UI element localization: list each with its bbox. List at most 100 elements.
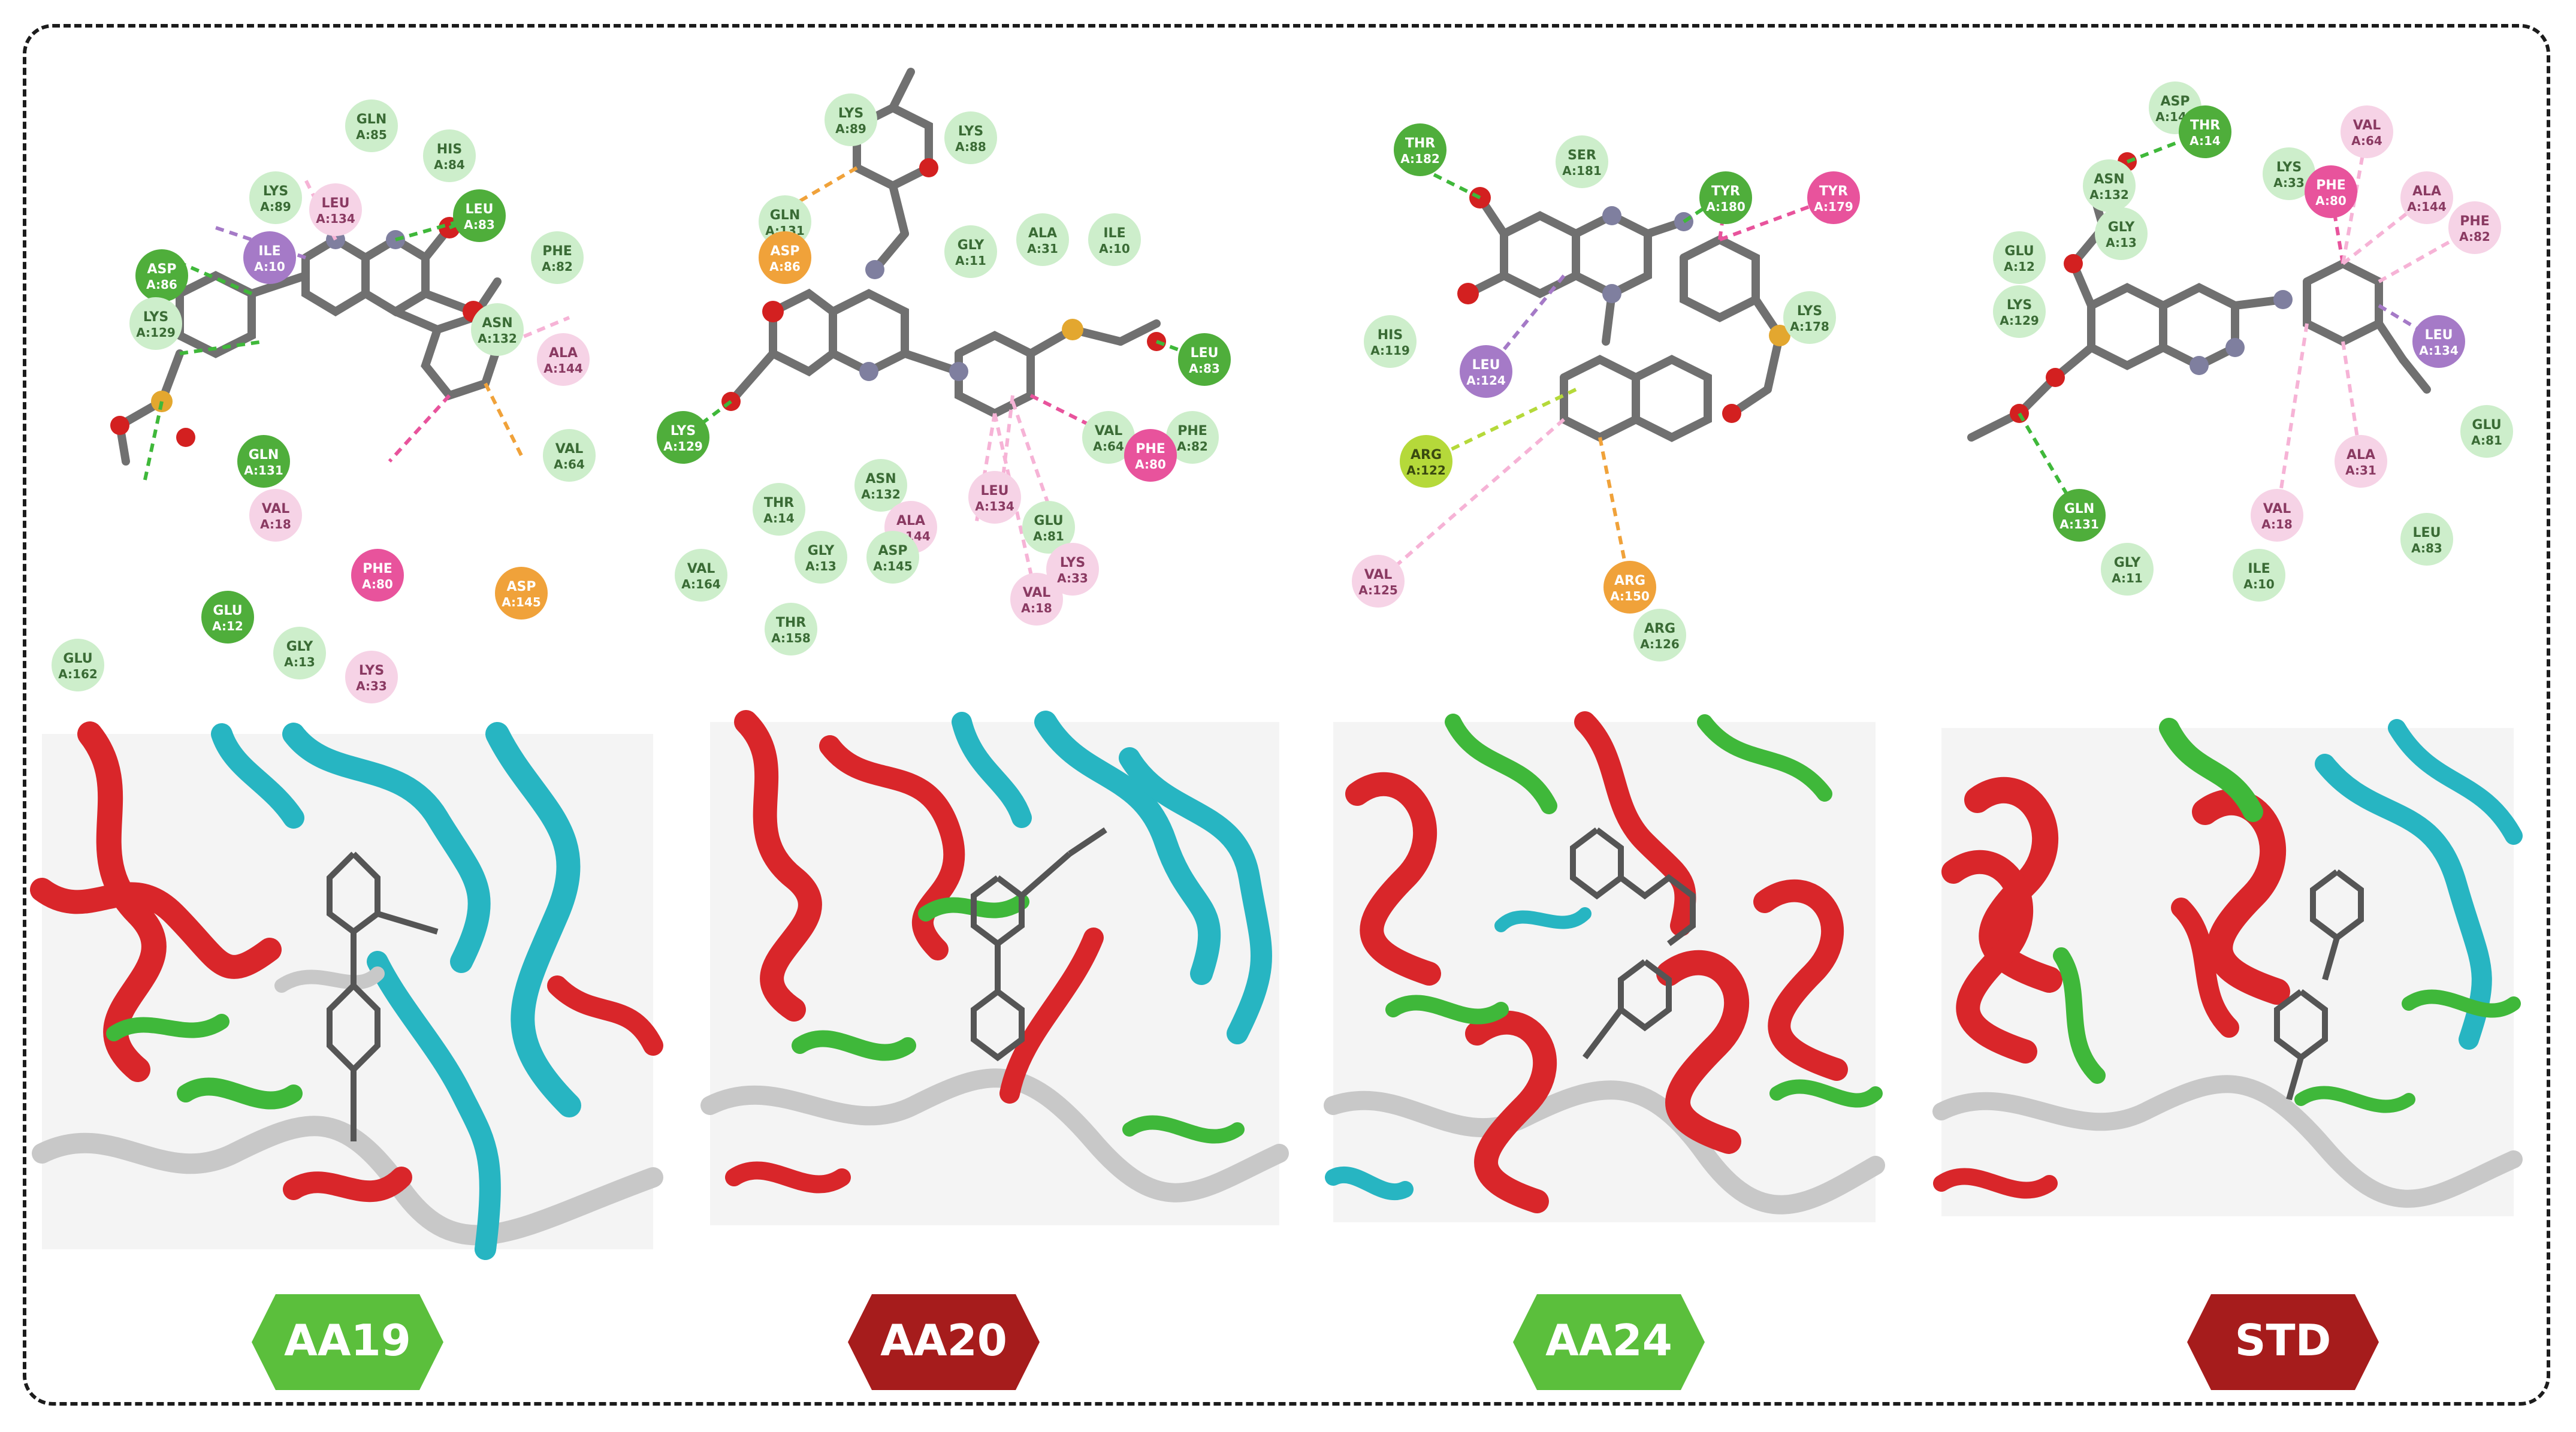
protein-structure-aa19 <box>30 721 663 1260</box>
svg-text:AA19: AA19 <box>284 1315 411 1365</box>
residue-name: ILE <box>258 244 280 259</box>
residue-bubble <box>1807 171 1860 224</box>
protein-ribbon-aa19 <box>30 721 663 1260</box>
residue-bubble <box>2263 147 2315 200</box>
dashed-frame <box>23 24 2550 1406</box>
protein-structure-aa20 <box>700 710 1289 1225</box>
residue-bubble <box>249 489 302 542</box>
residue-bubble <box>2251 489 2303 542</box>
residue-name: THR <box>764 496 794 510</box>
residue-number: A:18 <box>2261 517 2293 531</box>
residue-name: HIS <box>1378 328 1403 343</box>
residue-bubble <box>243 231 296 284</box>
residue-number: A:33 <box>2273 176 2305 190</box>
residue-name: VAL <box>1364 567 1393 582</box>
residue-name: GLY <box>286 639 314 654</box>
residue-bubble <box>423 129 476 182</box>
residue-number: A:33 <box>1057 571 1088 585</box>
residue-name: LYS <box>1060 555 1085 570</box>
residue-name: THR <box>2190 118 2220 133</box>
residue-bubble <box>1460 345 1512 398</box>
residue-number: A:64 <box>554 457 585 472</box>
residue-bubble <box>1352 555 1405 608</box>
residue-bubble <box>944 225 997 278</box>
residue-number: A:13 <box>284 655 315 669</box>
residue-bubble <box>2460 405 2513 458</box>
residue-bubble <box>866 531 919 584</box>
residue-number: A:82 <box>542 259 573 274</box>
residue-number: A:145 <box>873 559 913 573</box>
residue-name: ASP <box>771 244 800 259</box>
residue-name: GLN <box>357 112 387 127</box>
residue-number: A:80 <box>1135 457 1166 472</box>
residue-bubble <box>1364 315 1417 368</box>
residue-number: A:162 <box>58 667 98 681</box>
residue-number: A:134 <box>316 212 355 226</box>
residue-number: A:82 <box>1177 439 1208 454</box>
residue-number: A:10 <box>2243 577 2275 591</box>
residue-number: A:125 <box>1358 583 1398 597</box>
protein-ribbon-std <box>1932 718 2523 1208</box>
residue-number: A:134 <box>2419 343 2459 358</box>
residue-name: ASN <box>865 472 896 487</box>
protein-ribbon-aa20 <box>700 710 1289 1203</box>
residue-number: A:181 <box>1562 164 1602 178</box>
residue-bubble <box>345 651 398 703</box>
residue-number: A:84 <box>434 158 465 172</box>
residue-bubble <box>1022 501 1075 554</box>
residue-number: A:119 <box>1370 343 1410 358</box>
residue-number: A:129 <box>136 325 176 340</box>
residue-name: ALA <box>1028 226 1057 241</box>
residue-bubble <box>345 99 398 152</box>
residue-number: A:144 <box>2407 200 2447 214</box>
residue-bubble <box>2053 489 2106 542</box>
residue-bubble <box>1124 429 1177 482</box>
residue-bubble <box>351 549 404 602</box>
residue-bubble <box>1088 213 1141 266</box>
residue-bubble <box>1400 435 1452 488</box>
residue-bubble <box>2095 207 2148 260</box>
residue-number: A:14 <box>763 511 795 525</box>
residue-bubble <box>1633 609 1686 661</box>
residue-bubble <box>1178 333 1231 386</box>
residue-bubble <box>471 303 524 356</box>
residue-name: LYS <box>838 106 863 121</box>
residue-number: A:85 <box>356 128 387 142</box>
residue-bubble <box>531 231 584 284</box>
residue-bubble <box>249 171 302 224</box>
residue-name: VAL <box>1023 585 1051 600</box>
residue-name: ASN <box>2094 172 2124 187</box>
residue-bubble <box>2341 105 2393 158</box>
residue-number: A:86 <box>769 259 801 274</box>
residue-name: GLU <box>213 603 242 618</box>
residue-bubble <box>52 639 104 691</box>
residue-name: LYS <box>1797 304 1822 319</box>
residue-name: TYR <box>1819 184 1848 199</box>
residue-bubble <box>129 297 182 350</box>
residue-number: A:158 <box>771 631 811 645</box>
residue-name: ALA <box>549 346 578 361</box>
compound-label-aa19: AA19 <box>252 1294 443 1390</box>
